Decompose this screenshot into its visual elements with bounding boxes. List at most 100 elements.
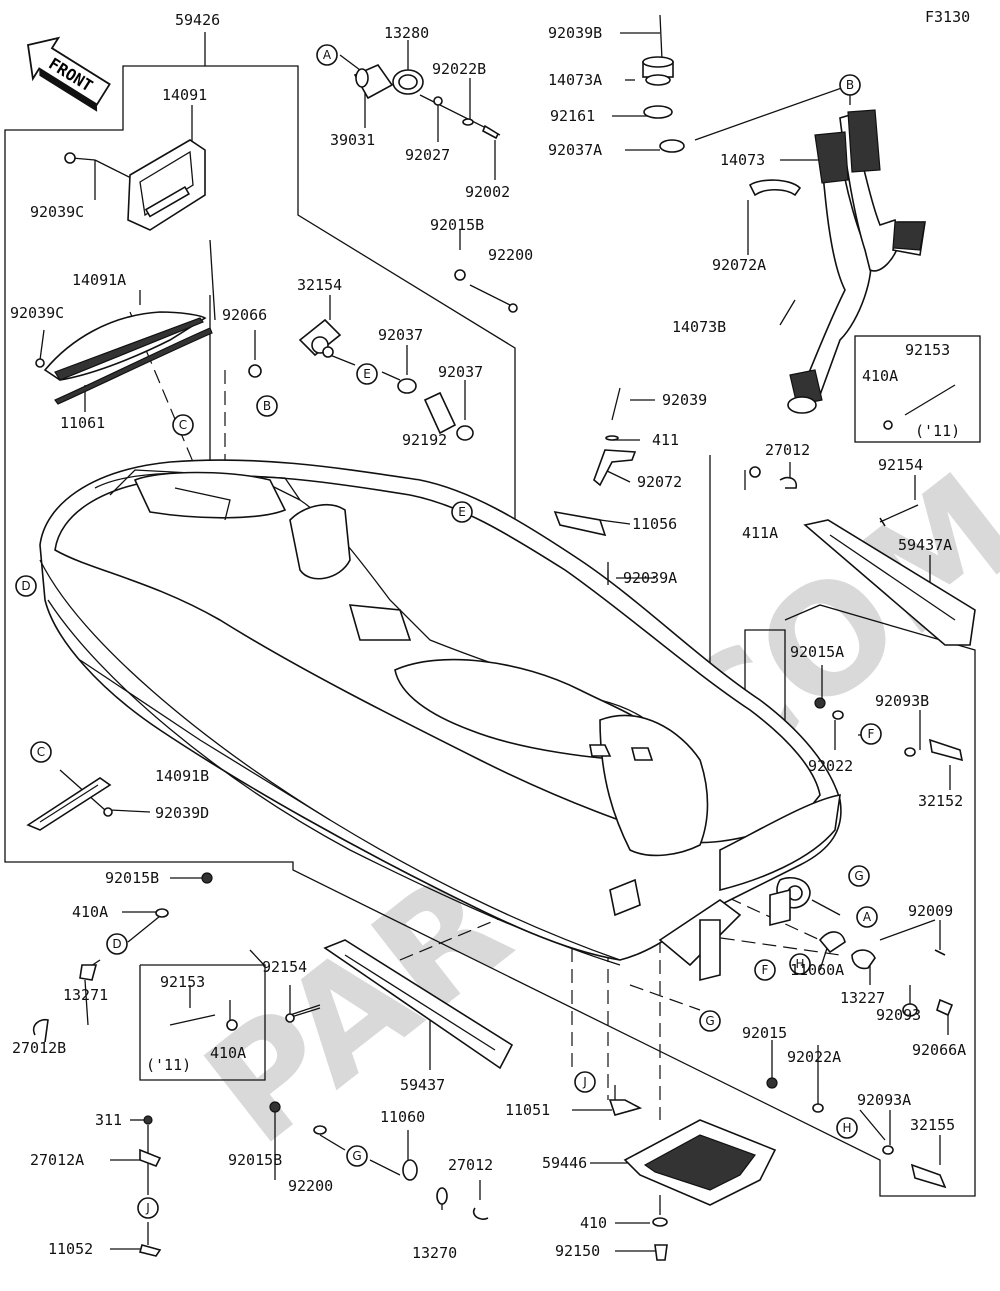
frame-2011-right bbox=[854, 335, 981, 443]
part-11056 bbox=[553, 510, 607, 537]
part-label: 14073B bbox=[672, 318, 726, 336]
part-label: 410A bbox=[72, 903, 108, 921]
callout-letter: C bbox=[179, 418, 187, 432]
callout-letter: B bbox=[263, 399, 271, 413]
frame-59426 bbox=[204, 32, 786, 735]
part-label: 11060A bbox=[790, 961, 844, 979]
callout-letter: A bbox=[323, 48, 332, 62]
part-label: 59446 bbox=[542, 1154, 587, 1172]
part-label: 27012 bbox=[765, 441, 810, 459]
callout-letter: F bbox=[762, 963, 769, 977]
part-label: 27012 bbox=[448, 1156, 493, 1174]
callout-letter: J bbox=[145, 1201, 150, 1215]
part-59437A bbox=[803, 519, 976, 646]
part-92072 bbox=[593, 449, 637, 487]
part-11051 bbox=[608, 1099, 643, 1116]
part-label: 92039B bbox=[548, 24, 602, 42]
part-27012-a bbox=[779, 476, 798, 489]
part-label: 92153 bbox=[160, 973, 205, 991]
part-11061 bbox=[54, 327, 213, 405]
part-label: 92200 bbox=[288, 1177, 333, 1195]
part-label: 11061 bbox=[60, 414, 105, 432]
callout-letter: G bbox=[854, 869, 863, 883]
part-label: ('11) bbox=[146, 1056, 191, 1074]
part-label: 92150 bbox=[555, 1242, 600, 1260]
callout-letter: D bbox=[112, 937, 121, 951]
part-label: 92039C bbox=[30, 203, 84, 221]
part-label: 13280 bbox=[384, 24, 429, 42]
part-label: 92093 bbox=[876, 1006, 921, 1024]
part-label: 11052 bbox=[48, 1240, 93, 1258]
part-label: 92039 bbox=[662, 391, 707, 409]
callouts: A B B C C D D E E F F G G G A H H J J bbox=[15, 44, 882, 1219]
part-label: 13271 bbox=[63, 986, 108, 1004]
part-label: 59437A bbox=[898, 536, 952, 554]
hull-body bbox=[39, 459, 842, 982]
part-label: 92022A bbox=[787, 1048, 841, 1066]
part-label: 92037 bbox=[438, 363, 483, 381]
part-label: ('11) bbox=[915, 422, 960, 440]
front-arrow-icon: FRONT bbox=[26, 36, 111, 112]
callout-letter: F bbox=[868, 727, 875, 741]
part-label: 92037 bbox=[378, 326, 423, 344]
part-label: 92192 bbox=[402, 431, 447, 449]
part-label: 14091B bbox=[155, 767, 209, 785]
part-label: 92039D bbox=[155, 804, 209, 822]
part-27012B bbox=[32, 1018, 49, 1043]
part-label: 92200 bbox=[488, 246, 533, 264]
part-label: 92039A bbox=[623, 569, 677, 587]
part-11060A bbox=[818, 931, 846, 954]
part-label: 14091 bbox=[162, 86, 207, 104]
part-label: 92154 bbox=[878, 456, 923, 474]
parts bbox=[26, 14, 976, 1261]
part-label: 92066A bbox=[912, 1041, 966, 1059]
frame-2011-left bbox=[139, 964, 266, 1081]
part-label: 92093B bbox=[875, 692, 929, 710]
part-labels: 59426 14091 92039C 14091A 92039C 11061 1… bbox=[10, 11, 966, 1262]
part-label: 92015A bbox=[790, 643, 844, 661]
callout-letter: D bbox=[21, 579, 30, 593]
part-label: 411A bbox=[742, 524, 778, 542]
callout-letter: E bbox=[363, 367, 371, 381]
part-label: 92037A bbox=[548, 141, 602, 159]
part-label: 92027 bbox=[405, 146, 450, 164]
frame-B-hose bbox=[694, 84, 851, 141]
part-label: 14073 bbox=[720, 151, 765, 169]
part-92192 bbox=[423, 391, 457, 435]
part-92072A bbox=[748, 179, 802, 197]
part-27012-b bbox=[472, 1207, 489, 1220]
part-label: 311 bbox=[95, 1111, 122, 1129]
part-label: 32155 bbox=[910, 1116, 955, 1134]
part-label: 92153 bbox=[905, 341, 950, 359]
part-label: 92015 bbox=[742, 1024, 787, 1042]
part-label: 92015B bbox=[430, 216, 484, 234]
callout-letter: H bbox=[795, 957, 804, 971]
part-label: 92072A bbox=[712, 256, 766, 274]
part-label: 92015B bbox=[105, 869, 159, 887]
part-label: 59426 bbox=[175, 11, 220, 29]
part-label: 11051 bbox=[505, 1101, 550, 1119]
part-label: 410 bbox=[580, 1214, 607, 1232]
part-label: 92154 bbox=[262, 958, 307, 976]
part-label: 32154 bbox=[297, 276, 342, 294]
part-14091 bbox=[127, 139, 206, 231]
callout-letter: G bbox=[352, 1149, 361, 1163]
part-label: 32152 bbox=[918, 792, 963, 810]
part-label: 14091A bbox=[72, 271, 126, 289]
part-label: 27012B bbox=[12, 1039, 66, 1057]
part-label: 92022B bbox=[432, 60, 486, 78]
callout-letter: H bbox=[842, 1121, 851, 1135]
callout-letter: G bbox=[705, 1014, 714, 1028]
part-label: 92015B bbox=[228, 1151, 282, 1169]
part-label: 410A bbox=[210, 1044, 246, 1062]
part-label: 92093A bbox=[857, 1091, 911, 1109]
part-label: 410A bbox=[862, 367, 898, 385]
callout-letter: C bbox=[37, 745, 45, 759]
part-label: 13270 bbox=[412, 1244, 457, 1262]
frame-outer bbox=[4, 65, 976, 1197]
figure-code: F3130 bbox=[925, 8, 970, 26]
part-label: 411 bbox=[652, 431, 679, 449]
part-label: 14073A bbox=[548, 71, 602, 89]
